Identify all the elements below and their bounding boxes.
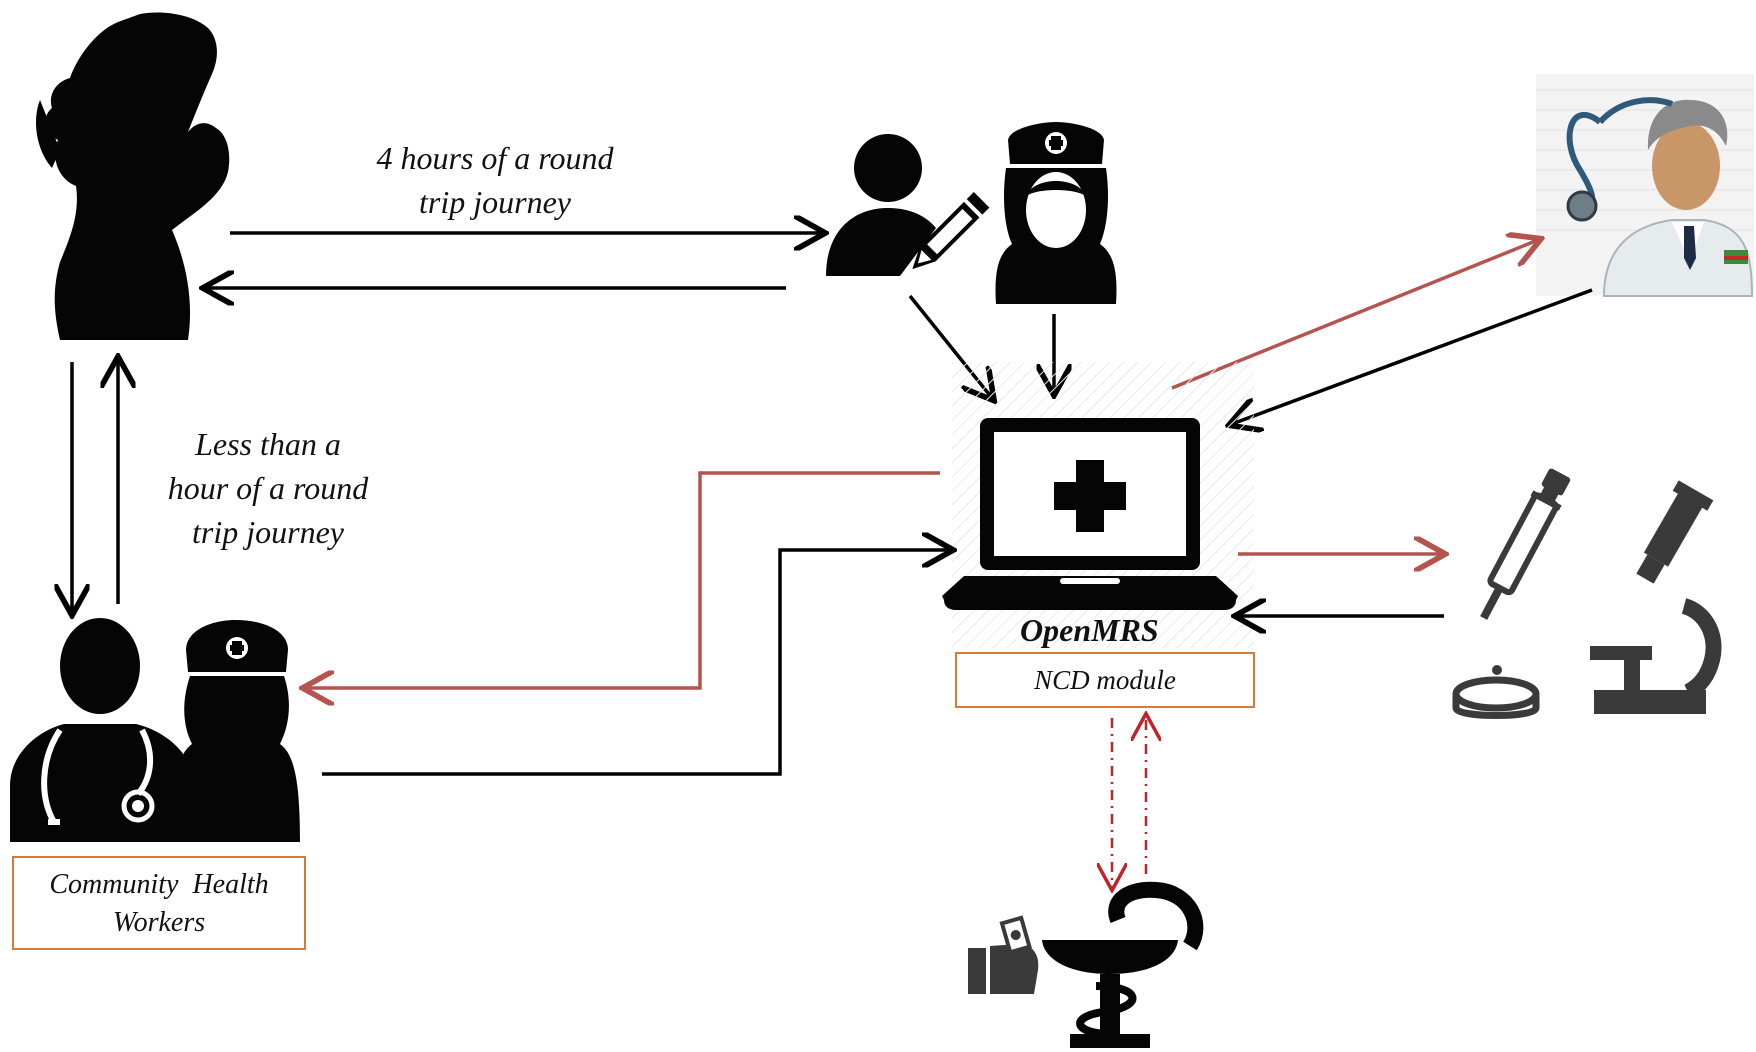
far-journey-line-2: trip journey bbox=[419, 184, 571, 220]
chw-nurse-icon bbox=[172, 620, 300, 842]
pharmacy-icon bbox=[1042, 881, 1204, 1048]
ncd-module-label: NCD module bbox=[1034, 665, 1176, 695]
laboratory-icon bbox=[1452, 468, 1722, 719]
ncd-module-box: NCD module bbox=[955, 652, 1255, 708]
nurse-icon bbox=[995, 122, 1117, 304]
far-journey-line-1: 4 hours of a round bbox=[376, 140, 614, 176]
near-journey-label: Less than a hour of a round trip journey bbox=[132, 422, 404, 554]
doctor-stethoscope-icon bbox=[1536, 74, 1754, 297]
clerk-user-edit-icon bbox=[826, 134, 990, 276]
arrow-laptop-to-chw bbox=[306, 471, 940, 688]
chw-line-2: Workers bbox=[112, 907, 206, 938]
chw-box: Community Health Workers bbox=[12, 856, 306, 950]
arrow-chw-to-laptop bbox=[322, 550, 950, 776]
payment-hand-icon bbox=[968, 915, 1039, 994]
laptop-medical-icon bbox=[942, 362, 1254, 648]
far-journey-label: 4 hours of a round trip journey bbox=[300, 136, 690, 224]
chw-line-1: Community Health bbox=[49, 869, 269, 900]
chw-doctor-icon bbox=[10, 618, 194, 842]
near-journey-line-2: hour of a round bbox=[167, 470, 369, 506]
near-journey-line-3: trip journey bbox=[192, 514, 344, 550]
patient-silhouette-icon bbox=[36, 12, 230, 340]
openmrs-label: OpenMRS bbox=[1020, 612, 1159, 648]
near-journey-line-1: Less than a bbox=[195, 426, 341, 462]
arrow-doctor-to-laptop bbox=[1232, 288, 1593, 424]
